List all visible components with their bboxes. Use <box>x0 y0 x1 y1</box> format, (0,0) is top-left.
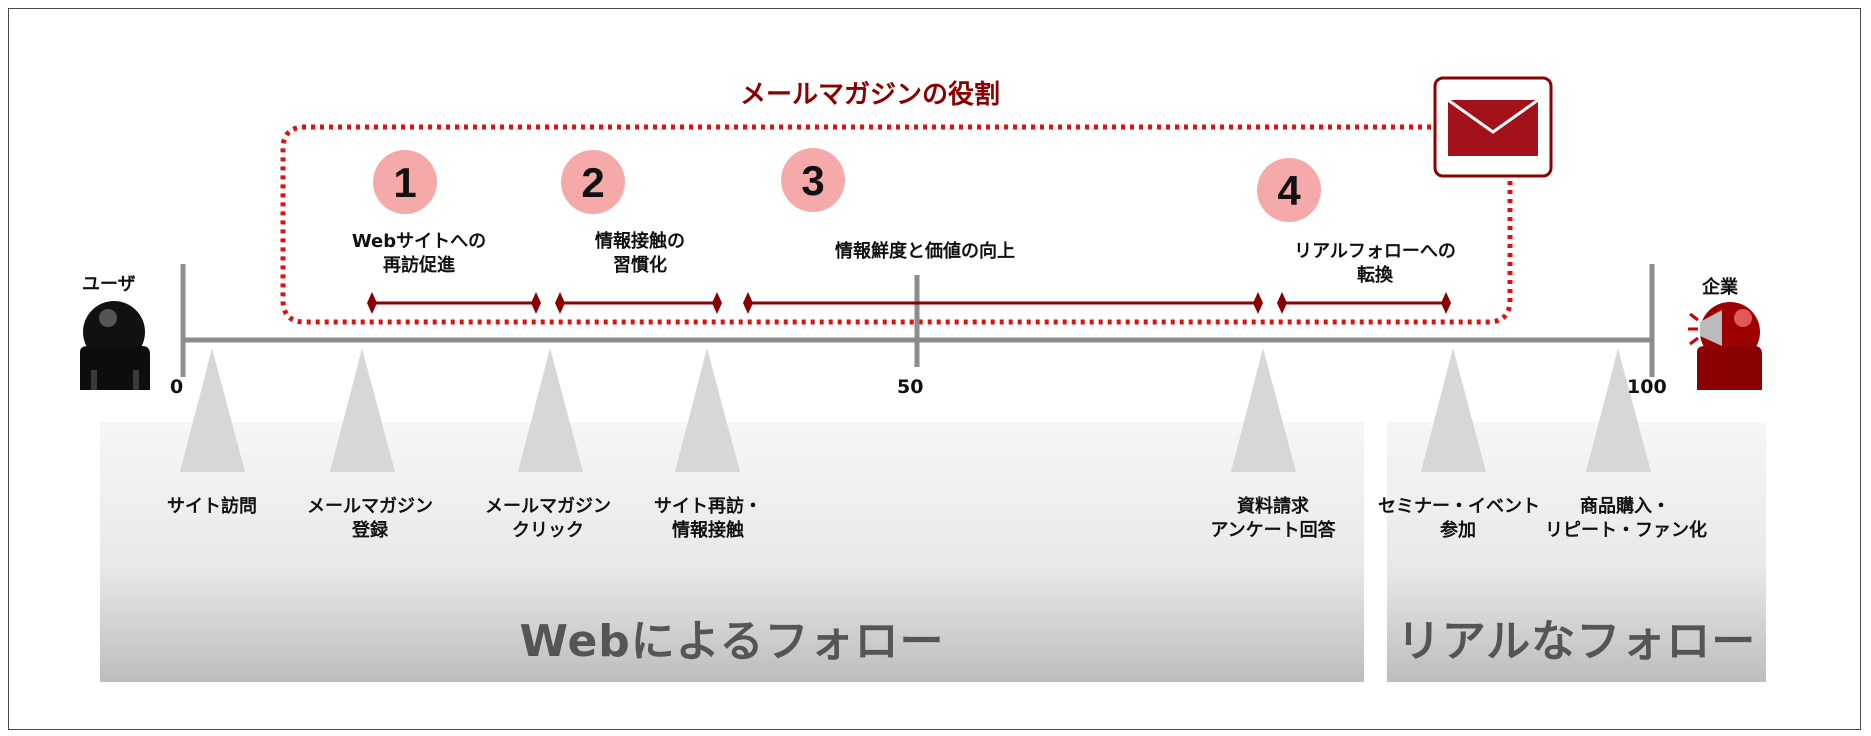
envelope-icon <box>1433 76 1553 178</box>
megaphone-person-icon <box>1688 302 1762 390</box>
person-icon <box>80 301 150 390</box>
role-range-4 <box>1277 292 1451 314</box>
role-number-badge-2: 2 <box>561 150 625 214</box>
stage-marker-mail-register <box>330 348 395 472</box>
stage-label-seminar: セミナー・イベント参加 <box>1378 496 1540 541</box>
stage-label-site-visit: サイト訪問 <box>167 496 257 517</box>
stage-marker-purchase <box>1586 348 1651 472</box>
role-number-badge-1: 1 <box>373 150 437 214</box>
stage-markers <box>180 348 1651 472</box>
stage-label-revisit: サイト再訪・情報接触 <box>654 496 762 541</box>
role-label-3: 情報鮮度と価値の向上 <box>835 241 1015 262</box>
company-label: 企業 <box>1702 277 1738 298</box>
role-number-3: 3 <box>801 157 824 204</box>
user-label: ユーザ <box>82 274 136 295</box>
role-number-badge-3: 3 <box>781 148 845 212</box>
axis-label-100: 100 <box>1627 376 1667 398</box>
diagram-frame <box>8 8 1861 730</box>
axis-label-50: 50 <box>897 376 924 398</box>
role-label-2: 情報接触の習慣化 <box>595 231 685 276</box>
stage-marker-revisit <box>675 348 740 472</box>
role-number-1: 1 <box>393 159 416 206</box>
role-number-badge-4: 4 <box>1257 158 1321 222</box>
stage-marker-seminar <box>1421 348 1486 472</box>
role-number-2: 2 <box>581 159 604 206</box>
stage-marker-document-request <box>1231 348 1296 472</box>
axis-label-0: 0 <box>170 376 184 398</box>
diagram-title: メールマガジンの役割 <box>739 80 1000 110</box>
stage-label-mail-click: メールマガジンクリック <box>485 496 611 541</box>
role-label-1: Webサイトへの再訪促進 <box>351 231 487 276</box>
stage-marker-mail-click <box>518 348 583 472</box>
stage-label-document-request: 資料請求アンケート回答 <box>1210 496 1336 541</box>
mail-role-dotted-boundary <box>280 124 1513 325</box>
stage-marker-site-visit <box>180 348 245 472</box>
role-label-4: リアルフォローへの転換 <box>1294 241 1456 286</box>
real-follow-label: リアルなフォロー <box>1396 616 1757 667</box>
role-range-1 <box>367 292 541 314</box>
role-range-2 <box>555 292 722 314</box>
stage-label-purchase: 商品購入・リピート・ファン化 <box>1545 496 1707 541</box>
role-number-4: 4 <box>1277 167 1301 214</box>
stage-label-mail-register: メールマガジン登録 <box>307 496 433 541</box>
web-follow-label: Webによるフォロー <box>519 616 945 667</box>
role-range-3 <box>743 292 1263 314</box>
